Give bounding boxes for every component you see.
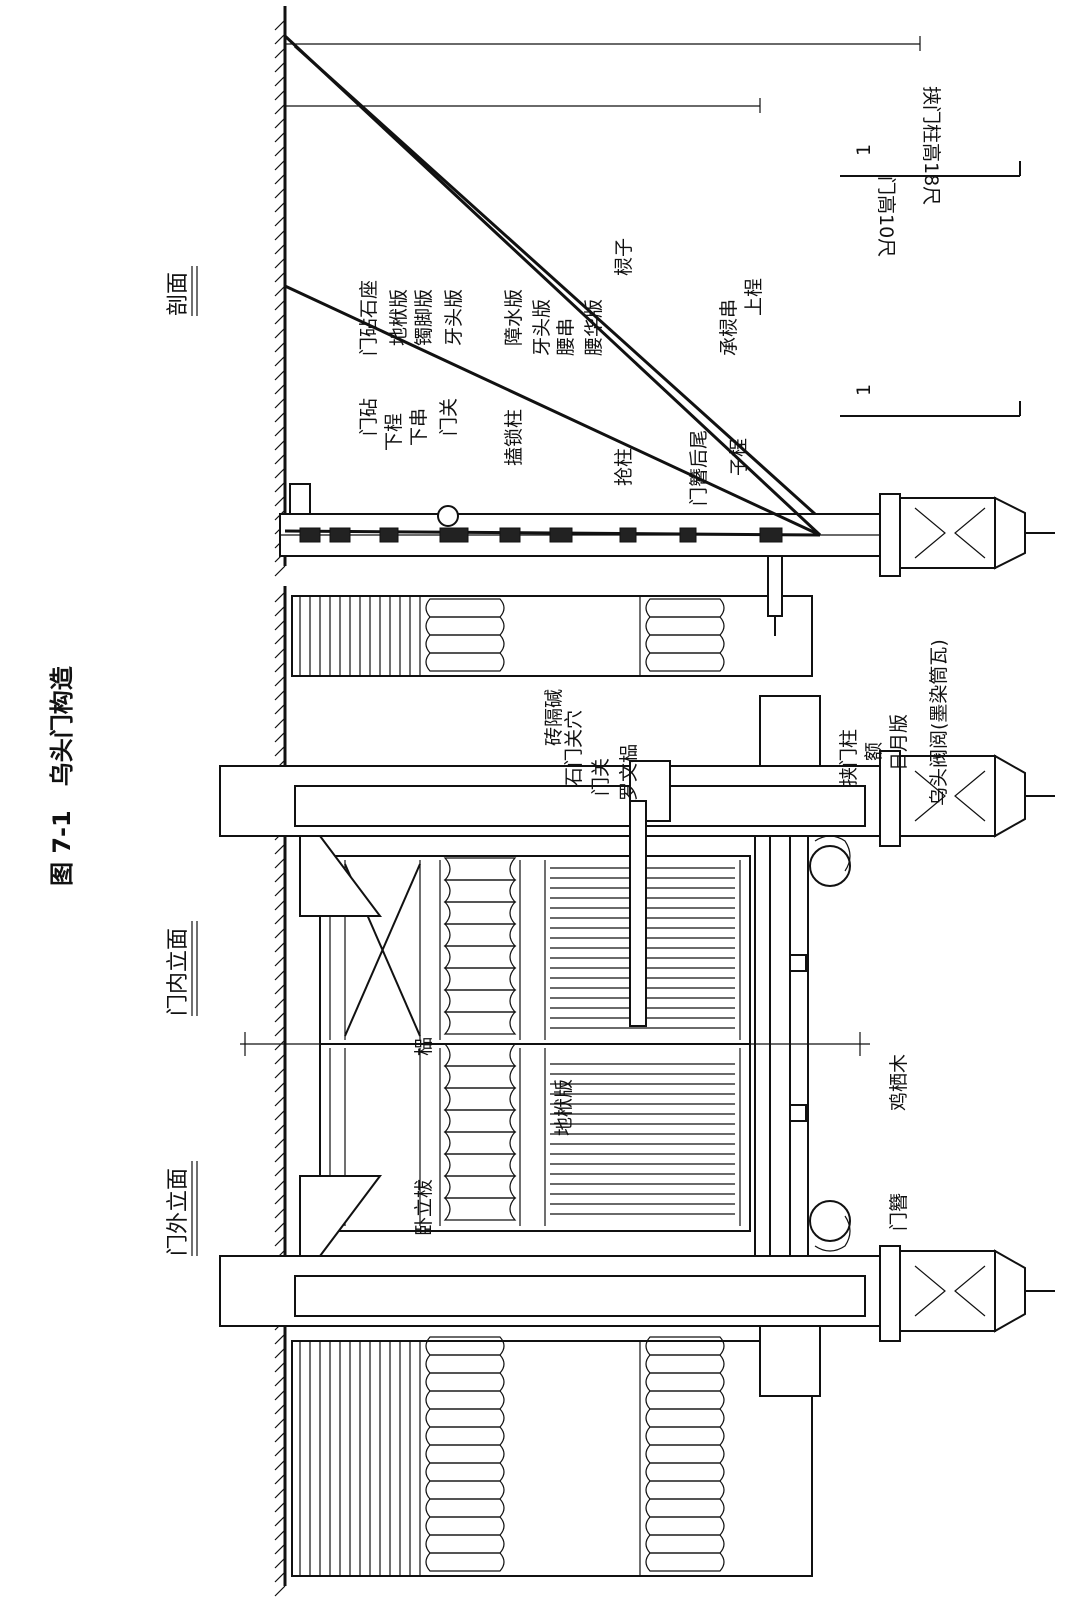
label-wutou: 乌头阀阅(墨染筒瓦)	[928, 639, 950, 806]
door-pins	[789, 954, 807, 1122]
label-e: 额	[863, 742, 885, 761]
elevation-panel	[219, 586, 1055, 1597]
door-leaves	[319, 855, 751, 1232]
elevation-text: 乌头阀阅(墨染筒瓦) 日月版 额 挟门柱 鸡栖木 门簪 罗文榀 门关 石门关穴 …	[413, 639, 950, 1236]
lintel-beam	[754, 835, 809, 1257]
title-outer: 门外立面	[166, 1168, 191, 1256]
label-qiangzhu: 抢柱	[613, 448, 635, 486]
label-yatou2: 牙头版	[443, 289, 465, 346]
section-mark-2: 1	[853, 144, 875, 156]
right-gate-post	[219, 695, 1055, 847]
dim-zhugao: 挟门柱高18尺	[920, 86, 942, 205]
label-fu: 榀	[413, 1037, 435, 1056]
label-xiacheng: 下桯	[383, 413, 405, 451]
label-jiamenzhu: 挟门柱	[838, 729, 860, 786]
door-section-blocks	[289, 483, 783, 636]
label-xiachuan: 下串	[408, 408, 430, 446]
label-zhuangeqi: 砖隔碱	[543, 689, 565, 746]
label-lengzi: 棂子	[613, 238, 635, 276]
dimension-lines	[284, 36, 921, 113]
dim-mengao: 门高10尺	[875, 176, 897, 257]
sun-moon-boards	[809, 835, 851, 1252]
view-titles: 门外立面 门内立面 剖面	[166, 266, 198, 1256]
section-panel	[274, 6, 1055, 636]
left-gate-post	[219, 1245, 1055, 1397]
section-text: 上桯 承棂串 棂子 腰华版 腰串 牙头版 障水版 牙头版 镯脚版 地栿版 门砧石…	[358, 144, 875, 506]
title-section: 剖面	[166, 272, 191, 316]
brace-lower	[284, 284, 821, 537]
label-wolizhi: 卧立柭	[413, 1179, 435, 1236]
left-brace-block	[299, 1175, 382, 1257]
label-shangcheng: 上桯	[743, 278, 765, 316]
label-zhangshui: 障水版	[503, 289, 525, 346]
label-menguan: 门关	[590, 758, 612, 796]
label-chengleng: 承棂串	[718, 299, 740, 356]
label-menguan2: 门关	[438, 398, 460, 436]
label-menzhen: 门砧	[358, 398, 380, 436]
label-riyue: 日月版	[888, 714, 910, 771]
label-zhujiao: 镯脚版	[413, 289, 435, 346]
label-yatou1: 牙头版	[531, 299, 553, 356]
label-yaohua: 腰华版	[583, 299, 605, 356]
label-difuban: 地栿版	[553, 1079, 575, 1136]
label-yaochuan: 腰串	[555, 318, 577, 356]
label-menzhenshi: 门砧石座	[358, 280, 380, 356]
label-luowen: 罗文榀	[618, 744, 640, 801]
label-jixi: 鸡栖木	[888, 1054, 910, 1111]
label-menzanhouwei: 门簪后尾	[688, 430, 710, 506]
right-wall	[291, 595, 813, 677]
label-zicheng: 子桯	[728, 438, 750, 476]
title-inner: 门内立面	[166, 928, 191, 1016]
right-brace-block	[299, 835, 382, 917]
label-shimenguan: 石门关穴	[563, 710, 585, 786]
label-difuban2: 地栿版	[388, 289, 410, 346]
section-mark-1: 1	[853, 384, 875, 396]
label-jiasuozhu: 搕锁柱	[503, 409, 525, 466]
figure-caption: 图 7-1 乌头门构造	[48, 666, 76, 886]
label-menzan: 门簪	[888, 1193, 910, 1231]
door-bar	[629, 800, 647, 1027]
left-wall	[291, 1336, 813, 1577]
